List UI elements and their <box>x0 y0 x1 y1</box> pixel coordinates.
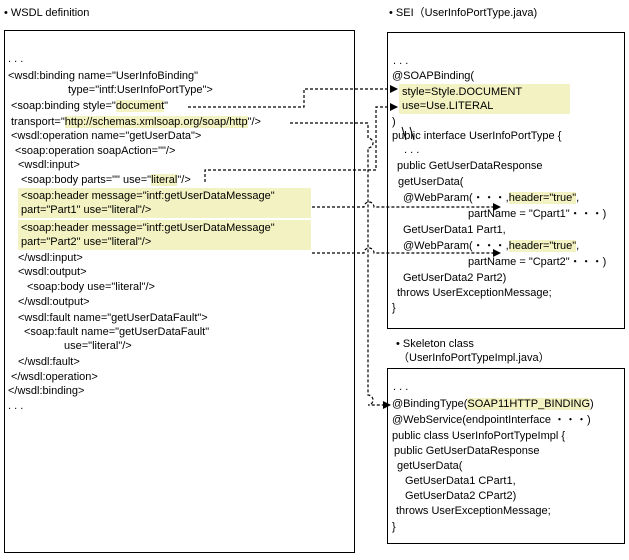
partname-2: partName = "Cpart2"・・・) <box>468 256 607 268</box>
soap-fault-use: use="literal"/> <box>64 340 132 352</box>
sei-line-ellipsis-mid: . . . <box>404 144 420 156</box>
soapbinding-close: ) <box>392 116 396 128</box>
soap-header-1: <soap:header message="intf:getUserDataMe… <box>21 190 275 202</box>
soap-header-2: <soap:header message="intf:getUserDataMe… <box>21 222 275 234</box>
wsdl-input-close: </wsdl:input> <box>18 252 83 264</box>
wsdl-binding-open: <wsdl:binding name="UserInfoBinding" <box>8 70 199 82</box>
bindingtype-suffix: ) <box>590 398 594 410</box>
soap-binding-style-prefix: <soap:binding style=" <box>11 100 116 112</box>
sei-box <box>387 32 625 329</box>
transport-url-value: http://schemas.xmlsoap.org/soap/http <box>64 116 248 128</box>
style-document: style=Style.DOCUMENT <box>402 86 523 98</box>
wsdl-operation-close: </wsdl:operation> <box>11 371 98 383</box>
soap-body-prefix: <soap:body parts="" use=" <box>21 174 152 186</box>
wsdl-line-ellipsis-bottom: . . . <box>8 400 24 412</box>
skeleton-title: • Skeleton class <box>396 338 474 350</box>
soap-fault: <soap:fault name="getUserDataFault" <box>24 326 210 338</box>
soap-header-1-part: part="Part1" use="literal"/> <box>21 204 152 216</box>
soap-body-suffix: "/> <box>177 174 191 186</box>
param-1: GetUserData1 Part1, <box>403 224 506 236</box>
skeleton-throws: throws UserExceptionMessage; <box>396 505 551 517</box>
wsdl-input-open: <wsdl:input> <box>18 159 80 171</box>
wsdl-line-ellipsis-top: . . . <box>8 53 24 65</box>
skeleton-param-1: GetUserData1 CPart1, <box>405 475 516 487</box>
wsdl-output-open: <wsdl:output> <box>18 266 87 278</box>
skeleton-param-2: GetUserData2 CPart2) <box>405 490 517 502</box>
wsdl-fault-open: <wsdl:fault name="getUserDataFault"> <box>18 312 208 324</box>
soap-binding-transport: transport="http://schemas.xmlsoap.org/so… <box>11 116 261 129</box>
webparam-2-suffix: , <box>576 240 580 252</box>
wsdl-fault-close: </wsdl:fault> <box>18 356 80 368</box>
soap-body-output: <soap:body use="literal"/> <box>27 281 155 293</box>
webparam-2: @WebParam(・・・,header="true", <box>403 240 579 253</box>
skeleton-close-brace: } <box>392 521 396 533</box>
wsdl-output-close: </wsdl:output> <box>18 296 90 308</box>
interface-declaration: public interface UserInfoPortType { <box>392 130 562 142</box>
webparam-1-suffix: , <box>576 192 580 204</box>
webparam-1: @WebParam(・・・,header="true", <box>403 192 579 205</box>
wsdl-operation-open: <wsdl:operation name="getUserData"> <box>11 130 202 142</box>
soap-header-2-part: part="Part2" use="literal"/> <box>21 236 152 248</box>
class-declaration: public class UserInfoPortTypeImpl { <box>392 430 566 442</box>
soap-binding-style-suffix: " <box>164 100 169 112</box>
wsdl-title: • WSDL definition <box>4 7 90 19</box>
skeleton-line-ellipsis-top: . . . <box>393 381 409 393</box>
bindingtype-annotation: @BindingType(SOAP11HTTP_BINDING) <box>392 398 594 411</box>
header-true-2: header="true" <box>508 240 577 252</box>
partname-1: partName = "Cpart1"・・・) <box>468 208 607 220</box>
soapbinding-highlight <box>399 84 570 114</box>
sei-return-type: public GetUserDataResponse <box>397 160 543 172</box>
style-document-value: document <box>115 100 165 112</box>
header-true-1: header="true" <box>508 192 577 204</box>
sei-title: • SEI（UserInfoPortType.java) <box>389 7 538 19</box>
skeleton-return-type: public GetUserDataResponse <box>394 445 540 457</box>
skeleton-class-box <box>387 368 625 544</box>
webparam-2-prefix: @WebParam(・・・, <box>403 240 509 252</box>
skeleton-method-name: getUserData( <box>397 460 463 472</box>
use-literal-value: literal <box>151 174 178 186</box>
sei-close-brace: } <box>392 302 396 314</box>
soap-body-input: <soap:body parts="" use="literal"/> <box>21 174 191 187</box>
wsdl-binding-close: </wsdl:binding> <box>8 385 85 397</box>
webparam-1-prefix: @WebParam(・・・, <box>403 192 509 204</box>
use-literal: use=Use.LITERAL <box>402 100 494 112</box>
transport-suffix: "/> <box>247 116 261 128</box>
transport-prefix: transport=" <box>11 116 65 128</box>
skeleton-subtitle: （UserInfoPortTypeImpl.java） <box>398 352 550 364</box>
sei-throws: throws UserExceptionMessage; <box>397 287 552 299</box>
header2-highlight <box>18 220 311 250</box>
soap-binding-style: <soap:binding style="document" <box>11 100 168 113</box>
header1-highlight <box>18 188 311 218</box>
soap-operation: <soap:operation soapAction=""/> <box>15 145 176 157</box>
soap11http-binding-value: SOAP11HTTP_BINDING <box>467 398 591 410</box>
sei-method-name: getUserData( <box>398 176 464 188</box>
webservice-annotation: @WebService(endpointInterface ・・・) <box>392 414 591 426</box>
soapbinding-annotation: @SOAPBinding( <box>392 70 475 82</box>
wsdl-binding-type: type="intf:UserInfoPortType"> <box>68 84 213 96</box>
param-2: GetUserData2 Part2) <box>403 272 507 284</box>
sei-line-ellipsis-top: . . . <box>393 55 409 67</box>
bindingtype-prefix: @BindingType( <box>392 398 468 410</box>
